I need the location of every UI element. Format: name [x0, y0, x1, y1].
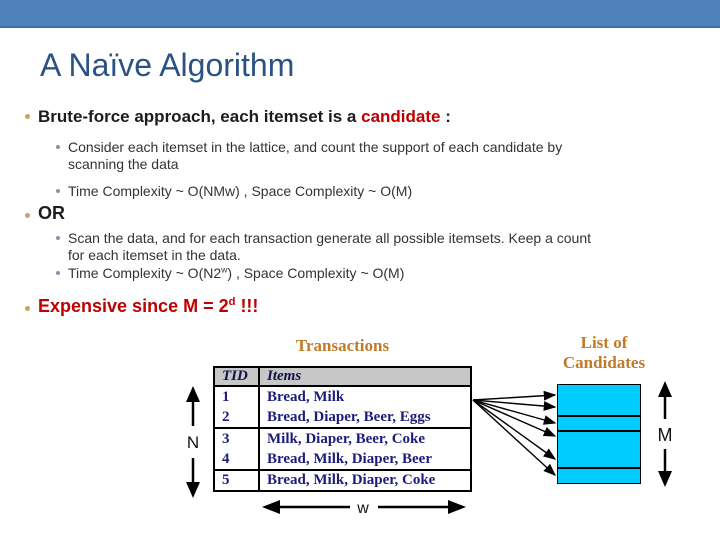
- table-row: 1 Bread, Milk: [214, 386, 471, 407]
- expensive-pre: Expensive since M = 2: [38, 296, 229, 316]
- w-arrow-label: w: [356, 500, 369, 517]
- subbullet-text: Time Complexity ~ O(N2w) , Space Complex…: [68, 265, 668, 282]
- w-dimension-arrow: w: [262, 500, 466, 517]
- expensive-post: !!!: [235, 296, 259, 316]
- page-title: A Naïve Algorithm: [40, 47, 295, 83]
- cell-items: Bread, Milk, Diaper, Beer: [259, 449, 471, 471]
- transactions-label: Transactions: [295, 336, 390, 355]
- m-dimension-arrow: M: [658, 381, 673, 487]
- candidates-label-line1: List of: [580, 333, 628, 352]
- cell-items: Bread, Milk: [267, 388, 345, 405]
- subbullet-line: scanning the data: [68, 155, 179, 172]
- subbullet-pre: Time Complexity ~ O(N2: [68, 265, 222, 281]
- superscript-d: d: [228, 296, 236, 308]
- bullet-dot-icon: [56, 236, 60, 240]
- candidate-highlight: candidate: [361, 107, 441, 126]
- cell-items: Bread, Milk, Diaper, Coke: [267, 472, 436, 488]
- candidates-label: List of Candidates: [545, 333, 663, 373]
- bullet-dot-icon: [56, 145, 60, 149]
- bullet-dot-icon: [25, 213, 30, 218]
- bullet-text: Expensive since M = 2d !!!: [38, 296, 258, 317]
- table-row: 5 Bread, Milk, Diaper, Coke: [214, 470, 471, 491]
- col-header-items: Items: [259, 367, 471, 387]
- superscript-w: w: [221, 264, 228, 275]
- candidate-divider: [558, 430, 640, 432]
- top-accent-bar: [0, 0, 720, 28]
- bullet-dot-icon: [25, 114, 30, 119]
- candidate-divider: [558, 467, 640, 469]
- bullet-text: Brute-force approach, each itemset is a …: [38, 106, 451, 127]
- bullet-text-post: :: [440, 107, 451, 126]
- subbullet-line: for each itemset in the data.: [68, 246, 241, 263]
- cell-items: Bread, Diaper, Beer, Eggs: [259, 407, 471, 429]
- n-arrow-label: N: [187, 433, 199, 452]
- subbullet-text: Consider each itemset in the lattice, an…: [68, 139, 668, 172]
- cell-tid: 4: [214, 449, 260, 471]
- table-header-row: TID Items: [214, 367, 471, 387]
- subbullet-line: Time Complexity ~ O(NMw) , Space Complex…: [68, 183, 413, 199]
- cell-tid: 3: [214, 428, 260, 449]
- cell-items: Milk, Diaper, Beer, Coke: [267, 430, 426, 447]
- bullet-text-or: OR: [38, 203, 65, 223]
- candidates-label-line2: Candidates: [562, 353, 646, 372]
- cell-tid: 1: [214, 386, 260, 407]
- subbullet-post: ) , Space Complexity ~ O(M): [227, 265, 405, 281]
- subbullet-line: Consider each itemset in the lattice, an…: [68, 139, 563, 155]
- bullet-text-pre: Brute-force approach, each itemset is a: [38, 107, 362, 126]
- subbullet-text: Time Complexity ~ O(NMw) , Space Complex…: [68, 183, 668, 200]
- m-arrow-label: M: [658, 425, 673, 445]
- subbullet-text: Scan the data, and for each transaction …: [68, 230, 668, 263]
- bullet-dot-icon: [56, 189, 60, 193]
- cell-tid: 5: [214, 470, 260, 491]
- cell-tid: 2: [214, 407, 260, 429]
- subbullet-line: Scan the data, and for each transaction …: [68, 230, 591, 246]
- candidate-list-box: [557, 384, 641, 484]
- bullet-dot-icon: [56, 271, 60, 275]
- candidate-divider: [558, 415, 640, 417]
- col-header-tid: TID: [214, 367, 260, 387]
- bullet-text: OR: [38, 203, 65, 224]
- fanout-arrows: [472, 390, 557, 476]
- table-row: 3 Milk, Diaper, Beer, Coke: [214, 428, 471, 449]
- n-dimension-arrow: N: [186, 386, 200, 498]
- bullet-dot-icon: [25, 306, 30, 311]
